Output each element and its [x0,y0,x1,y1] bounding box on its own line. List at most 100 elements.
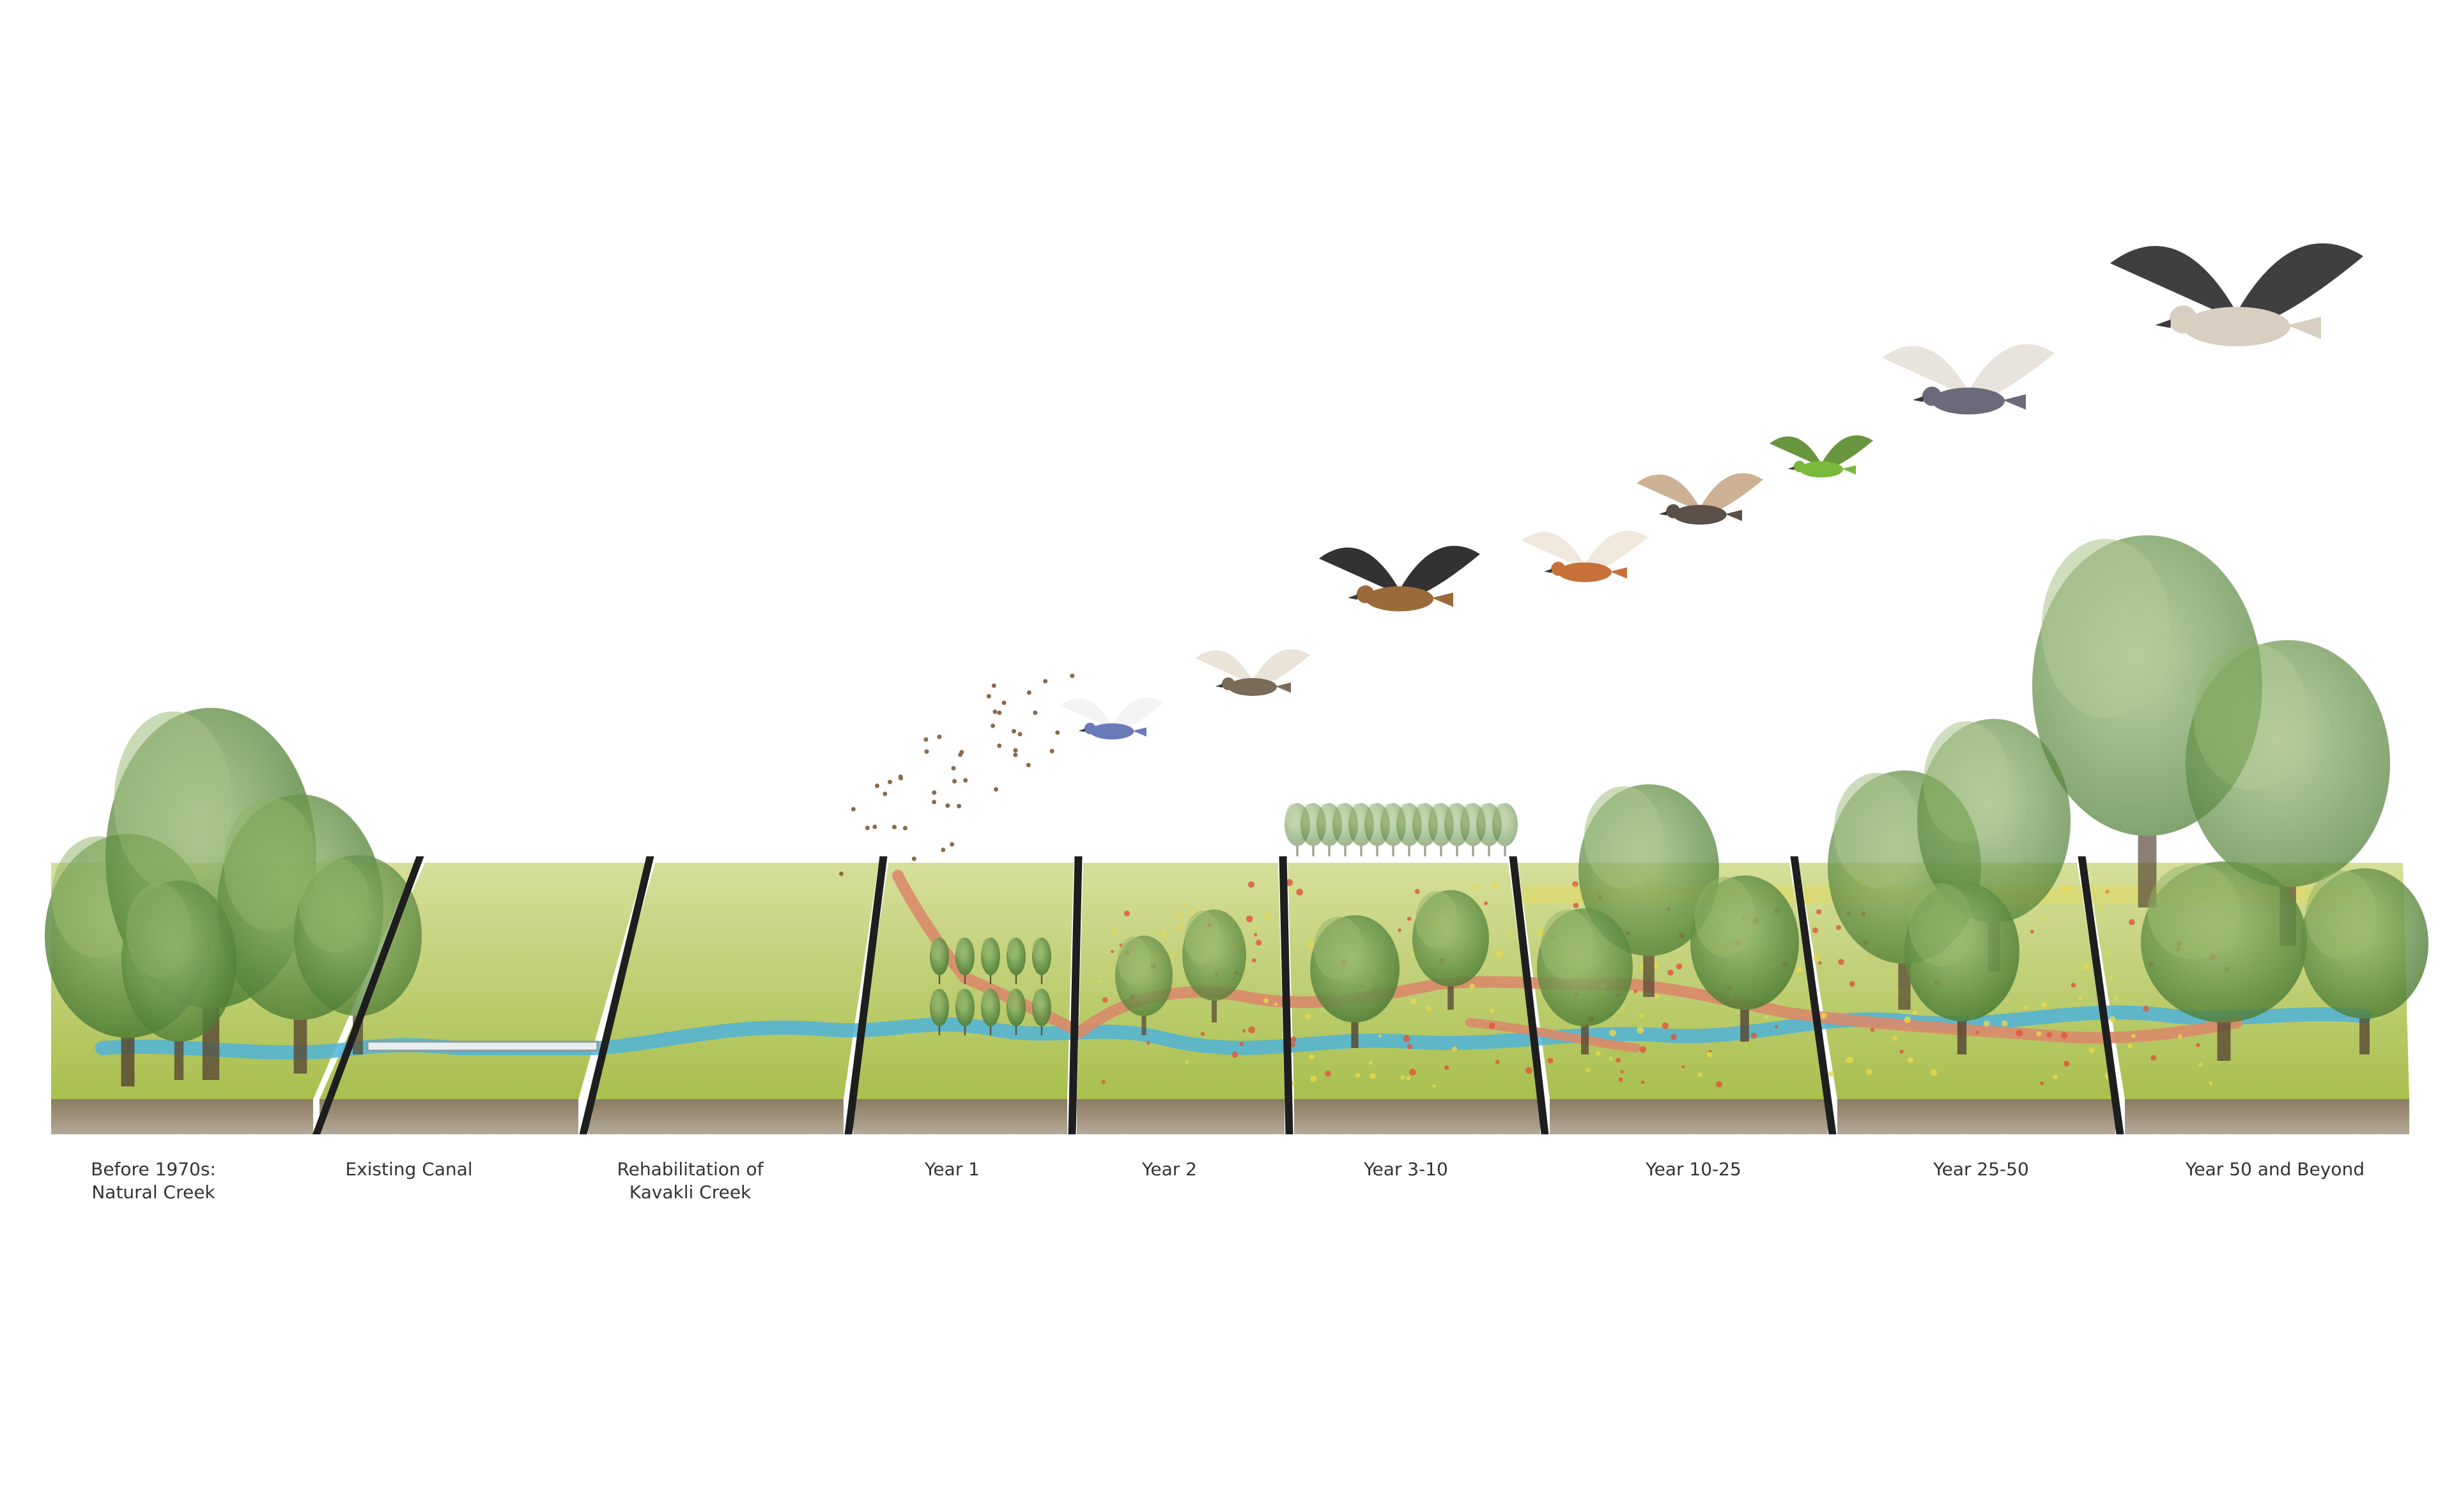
grass-slab [1077,863,1285,1099]
bird-body [1228,678,1277,696]
flower-dot [1676,963,1683,970]
flower-dot [1256,939,1262,946]
flower-dot [1410,998,1417,1005]
seed-dot [839,871,844,876]
panel-separators [313,856,2124,1134]
flower-dot [1242,1029,1246,1033]
bird-wings [1770,435,1873,470]
tree-crown-highlight [1349,803,1364,829]
flower-dot [2046,1031,2052,1038]
flower-dot [1368,1060,1373,1065]
flower-dot [1609,1030,1616,1037]
flower-dot [1618,1077,1623,1083]
seed-dot [883,791,888,796]
slab-cut [844,856,888,1134]
tree [1007,937,1026,984]
flower-dot [1716,1081,1723,1088]
tree-crown-highlight [1909,883,1974,967]
bird-tail [2003,394,2026,410]
tree-crown-highlight [930,989,941,1012]
seed-dot [957,803,962,808]
tree-crown [1412,890,1489,987]
flower-dot [1983,1021,1990,1027]
flower-dot [1489,1008,1494,1014]
stage-label-before-1970s: Before 1970s: Natural Creek [91,1159,216,1203]
tree-crown-highlight [1413,803,1428,829]
bird-wings [2110,243,2363,327]
tree [1917,718,2071,971]
tree-crown [2141,861,2307,1022]
bird-tail [2287,316,2321,339]
seed-dot [941,847,946,852]
bird-body [1673,505,1727,525]
bird-tail [1842,465,1856,475]
slab-cut [2078,856,2124,1134]
bird-head [1222,677,1235,690]
flower-dot [1309,1054,1315,1060]
flower-dot [1818,961,1822,965]
flower-dot [1407,916,1412,921]
bird-body [1090,723,1134,740]
seed-dot [1012,729,1016,734]
bird-beak [1913,396,1924,402]
seed-dot [945,803,950,808]
flower-dot [1403,1035,1410,1042]
bird-wings [1637,473,1763,515]
flower-dot [1820,1012,1827,1019]
tree [1032,989,1051,1035]
bird-body [1365,586,1434,612]
flower-dot [1828,1071,1834,1077]
flower-dot [1265,913,1271,919]
soil-layer [51,1099,313,1134]
tree [2141,861,2307,1061]
flower-dot [1849,981,1855,987]
flower-dot [1639,1046,1646,1053]
flower-dot [2109,1016,2116,1022]
tree-crown-highlight [1365,803,1380,829]
flower-dot [1697,1072,1702,1077]
slab-cut [1068,856,1083,1134]
tree-crown-highlight [1117,936,1150,985]
slab-cut [1279,856,1293,1134]
flower-dot [1111,950,1115,953]
tree [1032,937,1051,984]
duck-icon [1195,649,1310,696]
soil-layer [1837,1099,2115,1134]
stage-label-existing-canal: Existing Canal [345,1159,473,1180]
flower-dot [1400,1075,1405,1080]
flower-dot [1912,1010,1917,1015]
flower-dot [1764,1015,1768,1019]
flower-dot [1263,998,1269,1004]
tree [955,937,975,984]
flower-dot [1290,1036,1297,1042]
flower-dot [1355,1072,1361,1078]
flower-dot [2127,1043,2133,1049]
flower-dot [1637,1026,1644,1034]
bird-beak [1215,684,1223,688]
flower-dot [1681,1065,1685,1068]
tree [981,937,1000,984]
flower-dot [2150,1054,2157,1061]
flower-dot [1596,1051,1601,1056]
tree-canopy [45,535,2428,1086]
flower-dot [2198,1062,2203,1067]
flower-dot [1274,1002,1278,1007]
concrete-canal [366,1040,599,1052]
seed-dot [937,734,942,739]
flower-dot [1640,1080,1645,1084]
seed-dot [932,790,937,795]
stage-label-year-25-50: Year 25-50 [1933,1159,2029,1180]
flower-dot [2129,919,2135,925]
flower-dot [1239,1042,1244,1047]
flower-dot [2131,1033,2136,1038]
tree-crown-highlight [1333,803,1348,829]
flower-dot [1119,943,1123,947]
bird-body [1799,461,1844,478]
tree-crown [2186,640,2390,887]
flower-dot [1290,1042,1295,1047]
tree-crown-highlight [114,711,232,891]
tree-crown-highlight [1185,910,1221,965]
flower-dot [1189,909,1194,914]
flower-dot [1484,901,1488,906]
